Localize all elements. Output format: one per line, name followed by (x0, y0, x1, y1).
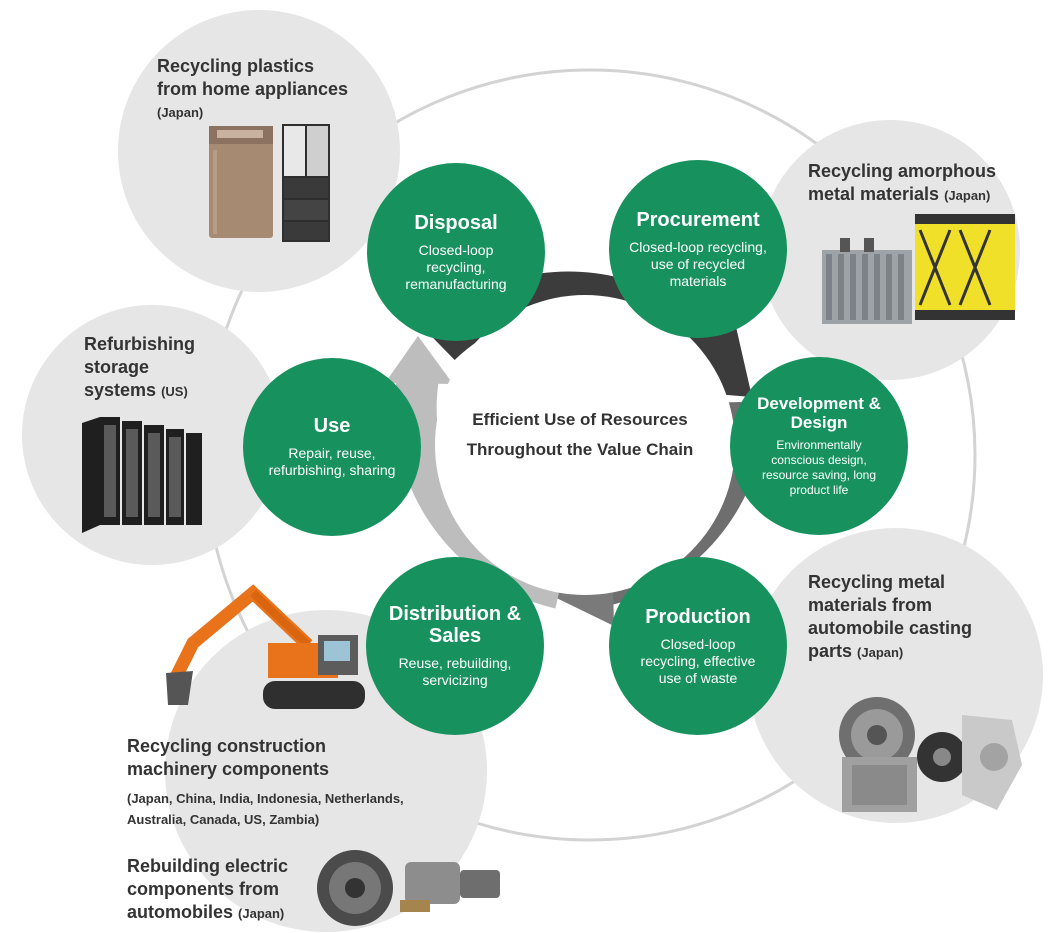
stage-development-desc2: conscious design, (771, 453, 867, 467)
example-plastics-region: (Japan) (157, 105, 204, 120)
stage-distribution-title2: Sales (428, 625, 482, 647)
example-plastics-label: Recycling plastics from home appliances … (157, 55, 348, 124)
stage-procurement-desc3: materials (669, 272, 727, 289)
stage-procurement-desc2: use of recycled (650, 255, 746, 272)
example-construction-regions: (Japan, China, India, Indonesia, Netherl… (127, 788, 404, 830)
stage-production-title: Production (645, 605, 751, 628)
stage-disposal-desc1: Closed-loop (418, 241, 494, 258)
stage-production-desc1: Closed-loop (660, 635, 736, 652)
stage-production: Production Closed-loop recycling, effect… (609, 557, 787, 735)
stage-disposal: Disposal Closed-loop recycling, remanufa… (367, 163, 545, 341)
example-electric-line3: automobiles (127, 902, 234, 922)
casting-parts-image (839, 697, 1022, 812)
excavator-image (166, 584, 365, 709)
example-plastics-line2: from home appliances (157, 79, 349, 99)
stage-disposal-desc3: remanufacturing (405, 275, 507, 292)
example-amorphous-label: Recycling amorphous metal materials (Jap… (808, 160, 996, 207)
example-construction-region2: Australia, Canada, US, Zambia) (127, 812, 320, 827)
center-title: Efficient Use of Resources Throughout th… (430, 405, 730, 465)
stage-development-title2: Design (790, 413, 848, 432)
refrigerator-image (282, 124, 330, 242)
example-storage-label: Refurbishing storage systems (US) (84, 333, 195, 403)
arrow-light-head (385, 336, 453, 384)
example-amorphous-region: (Japan) (944, 188, 991, 203)
example-storage-line3: systems (84, 380, 157, 400)
example-electric-line2: components from (127, 879, 280, 899)
stage-use: Use Repair, reuse, refurbishing, sharing (243, 358, 421, 536)
stage-disposal-desc2: recycling, (426, 258, 486, 275)
example-casting-label: Recycling metal materials from automobil… (808, 571, 972, 664)
example-casting-line1: Recycling metal (808, 572, 946, 592)
stage-use-desc2: refurbishing, sharing (268, 462, 396, 478)
stage-development-desc4: product life (789, 483, 849, 497)
stage-procurement-title: Procurement (636, 208, 760, 231)
example-construction-line2: machinery components (127, 759, 330, 779)
stage-procurement-desc1: Closed-loop recycling, (629, 238, 767, 255)
stage-development-desc3: resource saving, long (761, 468, 877, 482)
example-storage-region: (US) (161, 384, 188, 399)
example-casting-line3: automobile casting (808, 618, 973, 638)
stage-development-desc1: Environmentally (776, 438, 862, 452)
example-storage-line2: storage (84, 357, 150, 377)
example-casting-region: (Japan) (857, 645, 904, 660)
stage-distribution-desc2: servicizing (422, 672, 488, 688)
example-storage-line1: Refurbishing (84, 334, 195, 354)
example-casting-line4: parts (808, 641, 853, 661)
stage-distribution-title1: Distribution & (388, 603, 522, 625)
example-construction-line1: Recycling construction (127, 736, 327, 756)
stage-development: Development & Design Environmentally con… (730, 357, 908, 535)
example-construction-label: Recycling construction machinery compone… (127, 735, 329, 781)
example-amorphous-line1: Recycling amorphous (808, 161, 997, 181)
example-electric-region: (Japan) (238, 906, 285, 921)
example-electric-line1: Rebuilding electric (127, 856, 289, 876)
example-construction-region1: (Japan, China, India, Indonesia, Netherl… (127, 791, 404, 806)
stage-production-desc2: recycling, effective (640, 652, 756, 669)
storage-systems-image (82, 417, 202, 533)
example-casting-line2: materials from (808, 595, 933, 615)
stage-use-title: Use (313, 415, 351, 437)
stage-distribution: Distribution & Sales Reuse, rebuilding, … (366, 557, 544, 735)
electric-components-image (317, 850, 500, 926)
washing-machine-image (209, 126, 273, 238)
stage-disposal-title: Disposal (414, 211, 498, 234)
stage-use-desc1: Repair, reuse, (288, 445, 376, 461)
center-title-line1: Efficient Use of Resources (472, 410, 688, 429)
center-title-line2: Throughout the Value Chain (466, 440, 694, 459)
example-amorphous-line2: metal materials (808, 184, 940, 204)
transformer-image (822, 214, 1015, 324)
stage-production-desc3: use of waste (658, 669, 738, 686)
stage-development-title1: Development & (757, 394, 881, 413)
stage-procurement: Procurement Closed-loop recycling, use o… (609, 160, 787, 338)
stage-distribution-desc1: Reuse, rebuilding, (398, 655, 512, 671)
example-electric-label: Rebuilding electric components from auto… (127, 855, 288, 925)
example-plastics-line1: Recycling plastics (157, 56, 315, 76)
